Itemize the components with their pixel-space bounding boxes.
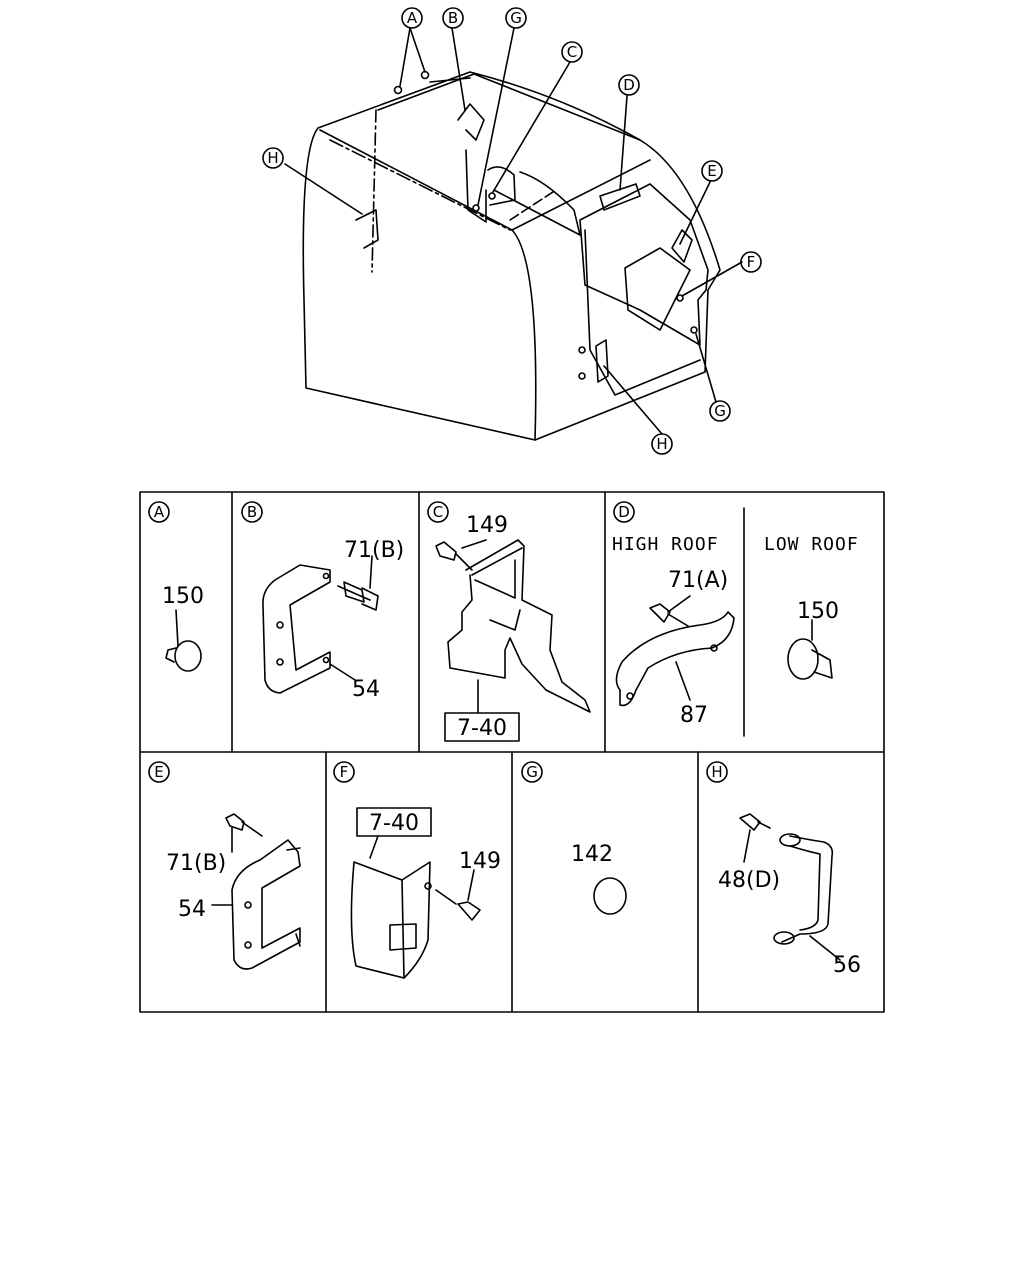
panel-h-letter: H bbox=[711, 763, 722, 781]
detail-grid-frame bbox=[139, 491, 885, 1013]
ref-box-7-40-f bbox=[356, 807, 432, 837]
part-54-b: 54 bbox=[352, 677, 380, 702]
callout-d: D bbox=[623, 76, 635, 94]
plug-142-drawing bbox=[593, 877, 627, 915]
part-71b-e: 71(B) bbox=[166, 851, 226, 876]
part-56-h: 56 bbox=[833, 953, 861, 978]
low-roof-label: LOW ROOF bbox=[764, 534, 859, 555]
part-149-c: 149 bbox=[466, 513, 508, 538]
part-54-e: 54 bbox=[178, 897, 206, 922]
ref-7-40-c: 7-40 bbox=[457, 716, 507, 741]
panel-f-letter: F bbox=[340, 763, 349, 781]
panel-b-letter: B bbox=[247, 503, 257, 521]
callout-e: E bbox=[707, 162, 716, 180]
console-cover-7-40-drawing bbox=[435, 539, 591, 713]
side-cover-7-40-drawing bbox=[350, 835, 481, 979]
panel-d-letter: D bbox=[618, 503, 630, 521]
part-150-a: 150 bbox=[162, 584, 204, 609]
part-48d-h: 48(D) bbox=[718, 868, 780, 893]
panel-e-letter: E bbox=[154, 763, 163, 781]
panel-g-letter: G bbox=[526, 763, 538, 781]
panel-c-letter: C bbox=[433, 503, 443, 521]
callout-b: B bbox=[448, 9, 458, 27]
part-71b-b: 71(B) bbox=[344, 538, 404, 563]
assist-bar-56-drawing bbox=[739, 813, 841, 961]
callout-h-left: H bbox=[267, 149, 278, 167]
clip-150-drawing bbox=[165, 609, 202, 672]
part-149-f: 149 bbox=[459, 849, 501, 874]
callout-h-bottom: H bbox=[656, 435, 667, 453]
part-87-d: 87 bbox=[680, 703, 708, 728]
callout-g-top: G bbox=[510, 9, 522, 27]
callout-f: F bbox=[747, 253, 756, 271]
grab-handle-54-drawing bbox=[262, 555, 379, 694]
ref-box-7-40-c bbox=[444, 712, 520, 742]
part-142-g: 142 bbox=[571, 842, 613, 867]
part-150-d: 150 bbox=[797, 599, 839, 624]
callout-c: C bbox=[567, 43, 577, 61]
panel-a-letter: A bbox=[154, 503, 165, 521]
cab-overview-drawing bbox=[262, 7, 762, 455]
roof-handle-87-drawing bbox=[615, 595, 833, 707]
part-71a-d: 71(A) bbox=[668, 568, 728, 593]
ref-7-40-f: 7-40 bbox=[369, 811, 419, 836]
grab-handle-54-e-drawing bbox=[211, 813, 301, 970]
high-roof-label: HIGH ROOF bbox=[612, 534, 719, 555]
callout-a: A bbox=[407, 9, 418, 27]
callout-g-bottom: G bbox=[714, 402, 726, 420]
